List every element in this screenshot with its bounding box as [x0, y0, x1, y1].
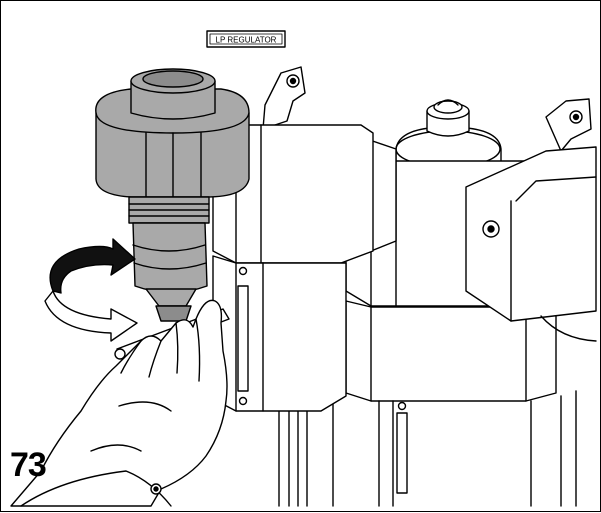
rear-rails: [278, 390, 577, 507]
figure-number: 73: [10, 446, 47, 484]
lp-regulator-housing: [182, 124, 374, 412]
lp-regulator-label: LP REGULATOR: [216, 36, 277, 45]
regulator-cap: [95, 68, 250, 198]
rotation-arrow-white: [44, 290, 138, 342]
gloved-hand: [10, 299, 228, 507]
lp-regulator-label-plate: LP REGULATOR: [206, 30, 286, 48]
mounting-bracket-top: [262, 66, 306, 130]
mounting-bracket-right: [545, 98, 592, 152]
regulator-cartridge: [128, 196, 210, 322]
filter-housing-right: [465, 146, 597, 342]
rotation-arrow-black: [49, 238, 136, 294]
